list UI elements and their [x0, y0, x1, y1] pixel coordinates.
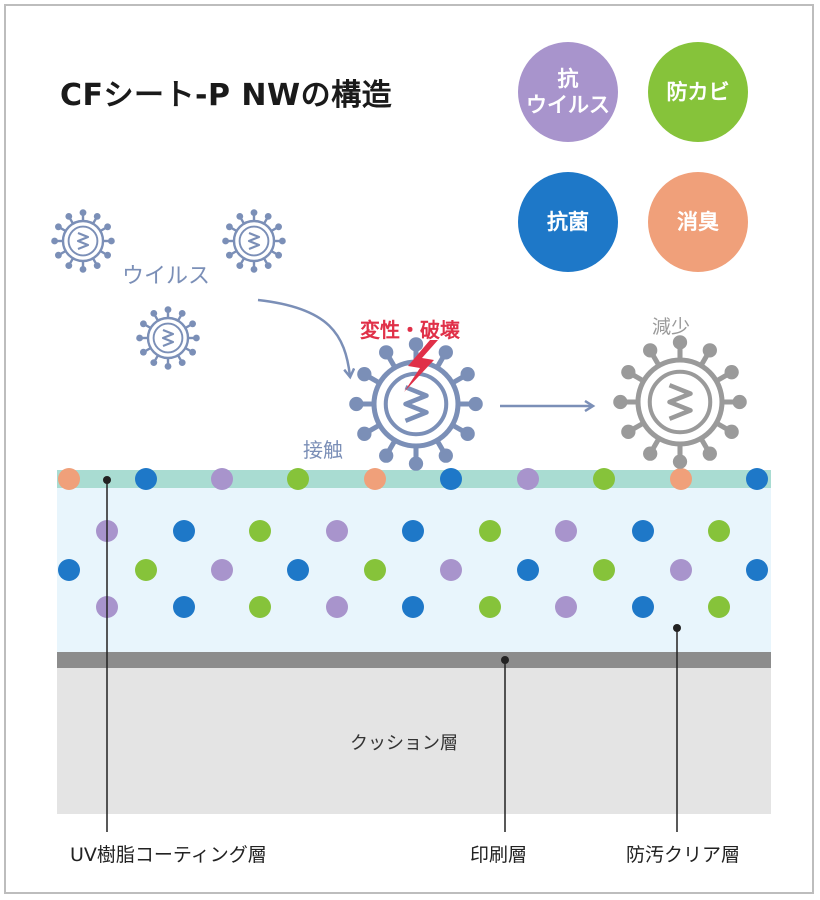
- print-layer: [57, 652, 771, 668]
- particle-dot: [287, 468, 309, 490]
- particle-dot: [211, 559, 233, 581]
- particle-dot: [326, 596, 348, 618]
- stain-resistant-layer-label: 防汚クリア層: [626, 844, 741, 866]
- cushion-layer-label: クッション層: [350, 733, 458, 754]
- particle-dot: [708, 520, 730, 542]
- particle-dot: [708, 596, 730, 618]
- particle-dot: [402, 520, 424, 542]
- feature-deodorant-badge: 消臭: [648, 172, 748, 272]
- contact-virus-icon: [349, 337, 483, 471]
- particle-dot: [211, 468, 233, 490]
- feature-antivirus-badge: 抗 ウイルス: [518, 42, 618, 142]
- particle-dot: [593, 468, 615, 490]
- particle-dot: [440, 559, 462, 581]
- uv-coating-layer: [57, 470, 771, 488]
- particle-dot: [249, 520, 271, 542]
- print-layer-label: 印刷層: [470, 844, 528, 866]
- cushion-layer: [57, 668, 771, 814]
- virus-icon: [51, 209, 115, 273]
- diagram-title: CFシート-P NWの構造: [60, 78, 393, 113]
- virus-icon: [136, 306, 200, 370]
- particle-dot: [364, 468, 386, 490]
- damage-label: 変性・破壊: [360, 318, 460, 342]
- uv-coating-layer-label: UV樹脂コーティング層: [70, 844, 267, 866]
- diagram-frame: [4, 4, 814, 894]
- particle-dot: [173, 596, 195, 618]
- particle-dot: [593, 559, 615, 581]
- particle-dot: [517, 559, 539, 581]
- particle-dot: [555, 596, 577, 618]
- feature-antimold-badge: 防カビ: [648, 42, 748, 142]
- particle-dot: [479, 520, 501, 542]
- feature-antibacterial-badge: 抗菌: [518, 172, 618, 272]
- particle-dot: [287, 559, 309, 581]
- particle-dot: [555, 520, 577, 542]
- contact-label: 接触: [303, 438, 343, 462]
- particle-dot: [517, 468, 539, 490]
- uv-layer-marker: [103, 476, 111, 484]
- particle-dot: [746, 559, 768, 581]
- particle-dot: [135, 468, 157, 490]
- particle-dot: [670, 559, 692, 581]
- particle-dot: [746, 468, 768, 490]
- lightning-bolt-icon: [404, 340, 438, 392]
- clear-layer: [57, 488, 771, 652]
- particle-dot: [479, 596, 501, 618]
- particle-dot: [632, 520, 654, 542]
- particle-dot: [135, 559, 157, 581]
- approach-arrow: [257, 298, 350, 376]
- particle-dot: [58, 559, 80, 581]
- particle-dot: [249, 596, 271, 618]
- reduced-virus-icon: [613, 335, 747, 469]
- particle-dot: [326, 520, 348, 542]
- stain-layer-marker: [673, 624, 681, 632]
- reduce-label: 減少: [652, 316, 691, 338]
- agent-particles: [58, 468, 768, 618]
- particle-dot: [364, 559, 386, 581]
- virus-icon: [222, 209, 286, 273]
- particle-dot: [632, 596, 654, 618]
- particle-dot: [440, 468, 462, 490]
- print-layer-marker: [501, 656, 509, 664]
- particle-dot: [58, 468, 80, 490]
- particle-dot: [670, 468, 692, 490]
- particle-dot: [173, 520, 195, 542]
- virus-label: ウイルス: [122, 264, 211, 289]
- particle-dot: [402, 596, 424, 618]
